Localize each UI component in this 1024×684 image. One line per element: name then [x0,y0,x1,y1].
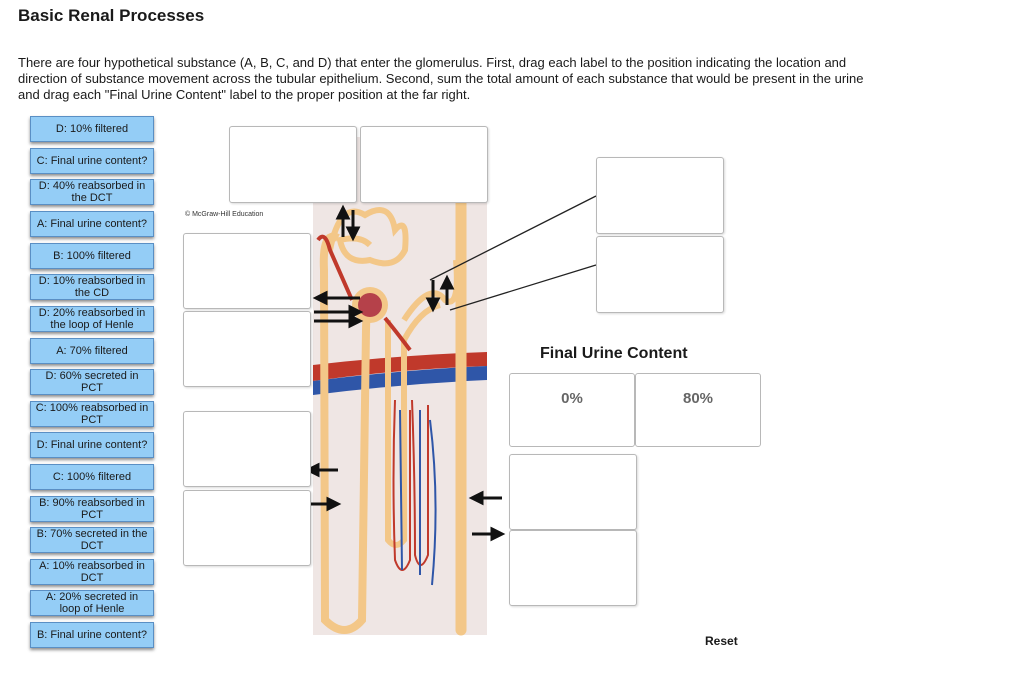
copyright-text: © McGraw-Hill Education [185,211,264,218]
proximal-convoluted-tubule [327,207,409,267]
drag-label[interactable]: D: 60% secreted in PCT [30,369,154,395]
arrow-down-head [425,297,441,313]
drag-label[interactable]: A: 20% secreted in loop of Henle [30,590,154,616]
instructions-text: There are four hypothetical substance (A… [18,55,864,102]
arrow-up-head [439,274,455,290]
arrow-left-head [312,290,328,306]
dropzone-right-1[interactable] [596,157,724,234]
connector-line [429,195,597,281]
distal-tubule [401,259,460,322]
vasa-recta-arterial [392,399,429,571]
arrow-right-head [348,304,364,320]
efferent-arteriole [383,316,412,352]
loop-of-henle [385,302,441,548]
pct-loop [319,232,382,634]
drag-label[interactable]: A: 10% reabsorbed in DCT [30,559,154,585]
dropzone-left-2[interactable] [183,311,311,387]
drag-label[interactable]: D: 20% reabsorbed in the loop of Henle [30,306,154,332]
dropzone-top-right[interactable] [360,126,488,203]
arrow-right-head [348,313,364,329]
dropzone-left-1[interactable] [183,233,311,309]
drag-label[interactable]: B: Final urine content? [30,622,154,648]
dropzone-top-left[interactable] [229,126,357,203]
dropzone-bottom-1[interactable] [509,454,637,530]
final-urine-cell-2[interactable]: 80% [635,373,761,447]
final-urine-value: 80% [682,390,714,407]
drag-label[interactable]: B: 100% filtered [30,243,154,269]
drag-label[interactable]: B: 90% reabsorbed in PCT [30,496,154,522]
drag-label[interactable]: D: Final urine content? [30,432,154,458]
connector-line [449,264,597,311]
afferent-arteriole [316,234,354,301]
drag-label[interactable]: D: 10% reabsorbed in the CD [30,274,154,300]
dropzone-left-3[interactable] [183,411,311,487]
drag-label[interactable]: B: 70% secreted in the DCT [30,527,154,553]
drag-label[interactable]: A: 70% filtered [30,338,154,364]
vein-band [313,366,487,395]
final-urine-content-title: Final Urine Content [540,345,688,362]
arrow-down-head [345,226,361,242]
final-urine-value: 0% [561,390,583,407]
arrow-right-head [326,496,342,512]
vasa-recta-venous [399,409,437,586]
arrow-left-head [468,490,484,506]
bowman-capsule [352,287,388,323]
page-title: Basic Renal Processes [18,6,205,25]
glomerulus [358,293,382,317]
dropzone-left-4[interactable] [183,490,311,566]
drag-label[interactable]: C: 100% filtered [30,464,154,490]
drag-label[interactable]: C: Final urine content? [30,148,154,174]
arrow-right-head [490,526,506,542]
reset-button[interactable]: Reset [705,634,738,648]
arrow-up-head [335,204,351,220]
drag-label[interactable]: D: 40% reabsorbed in the DCT [30,179,154,205]
drag-label[interactable]: C: 100% reabsorbed in PCT [30,401,154,427]
diagram-background [313,137,487,635]
drag-label[interactable]: A: Final urine content? [30,211,154,237]
dropzone-right-2[interactable] [596,236,724,313]
drag-label[interactable]: D: 10% filtered [30,116,154,142]
direction-arrows [304,204,506,542]
dropzone-bottom-2[interactable] [509,530,637,606]
artery-band [313,352,487,381]
final-urine-cell-1[interactable]: 0% [509,373,635,447]
